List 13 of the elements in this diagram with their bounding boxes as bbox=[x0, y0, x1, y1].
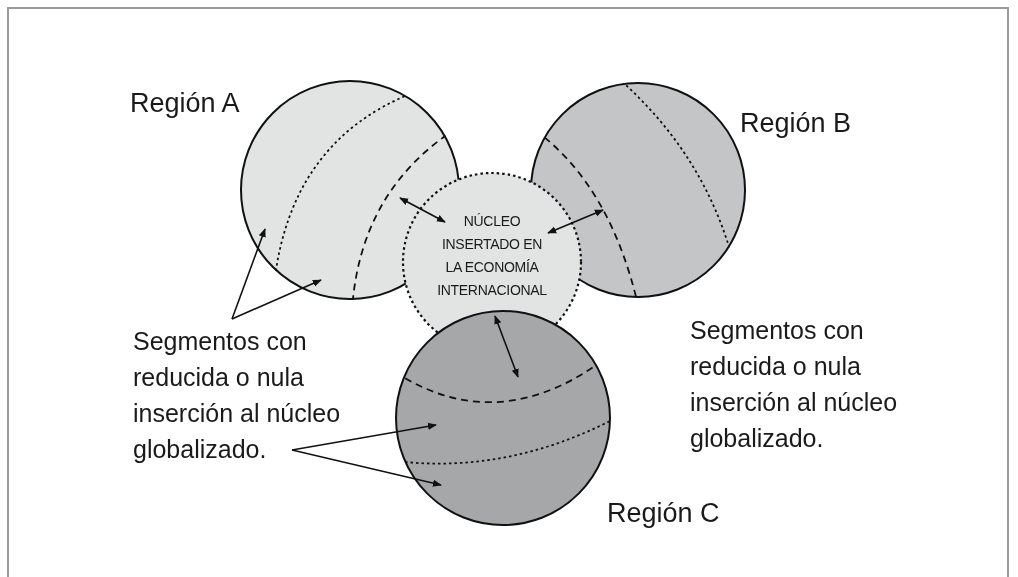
arrow bbox=[291, 449, 442, 487]
region-label: Región C bbox=[607, 498, 720, 529]
double-arrow bbox=[494, 315, 519, 378]
arrow bbox=[231, 279, 322, 320]
arrow bbox=[231, 228, 266, 320]
arrow bbox=[291, 422, 437, 451]
double-arrow bbox=[547, 209, 604, 234]
region-label: Región A bbox=[130, 88, 240, 119]
region-label: Región B bbox=[740, 108, 852, 139]
callout-text: Segmentos con reducida o nula inserción al núcleo globalizado. bbox=[690, 315, 899, 454]
callout-text: Segmentos con reducida o nula inserción al núcleo globalizado. bbox=[133, 326, 342, 465]
core-label: NÚCLEO INSERTADO EN LA ECONOMÍA INTERNACIONAL bbox=[436, 212, 548, 300]
double-arrow bbox=[399, 197, 446, 223]
